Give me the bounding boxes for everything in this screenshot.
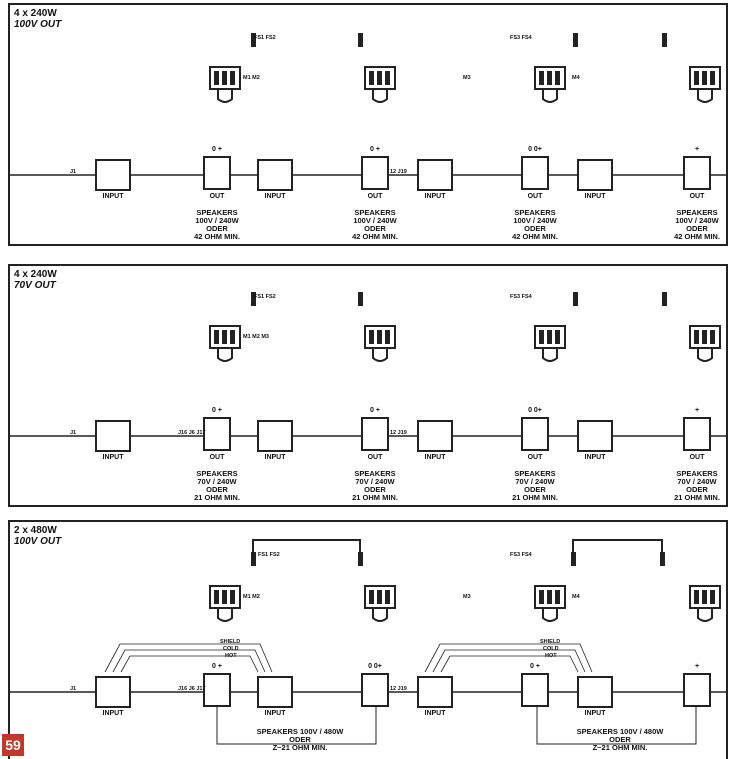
out-label: OUT — [689, 454, 705, 461]
input-label: INPUT — [102, 710, 124, 717]
jumper-label: J1 — [70, 430, 77, 436]
fuse-label-left: FS1 FS2 — [254, 294, 276, 300]
polarity-label: 0 0+ — [528, 146, 542, 153]
wiring-diagram — [10, 292, 726, 452]
panel-2x480w-100v: 2 x 480W 100V OUT FS1 FS2 FS3 FS4 M1 M2 … — [8, 520, 728, 759]
out-label: OUT — [209, 454, 225, 461]
jumper-label: 12 J19 — [390, 430, 407, 436]
input-label: INPUT — [102, 454, 124, 461]
fuse-label-left: FS1 FS2 — [254, 35, 276, 41]
fuse-label-right: FS3 FS4 — [510, 35, 532, 41]
jumper-label: J1 — [70, 169, 77, 175]
input-label: INPUT — [584, 193, 606, 200]
input-label: INPUT — [264, 454, 286, 461]
input-label: INPUT — [424, 454, 446, 461]
page-number: 59 — [2, 734, 24, 756]
polarity-label: + — [694, 146, 700, 153]
module-label: M1 M2 M3 — [243, 334, 269, 340]
wiring-diagram — [10, 539, 726, 745]
polarity-label: 0 + — [212, 146, 222, 153]
bridge-label: SHIELD — [540, 639, 561, 645]
polarity-label: + — [694, 407, 700, 414]
input-label: INPUT — [264, 193, 286, 200]
panel-title: 4 x 240W 100V OUT — [14, 8, 62, 30]
module-label: M4 — [572, 75, 580, 81]
bridge-label: SHIELD — [220, 639, 241, 645]
out-label: OUT — [367, 454, 383, 461]
fuse-label-right: FS3 FS4 — [510, 294, 532, 300]
out-label: OUT — [209, 193, 225, 200]
fuse-label-right: FS3 FS4 — [510, 552, 532, 558]
wiring-diagram — [10, 33, 726, 191]
jumper-label: J16 J6 J17 — [178, 430, 206, 436]
bridge-label: COLD — [223, 646, 239, 652]
module-label: M4 — [572, 594, 580, 600]
module-label: M3 — [463, 594, 471, 600]
bridge-label: HOT — [545, 653, 557, 659]
panel-4x240w-100v: 4 x 240W 100V OUT FS1 FS2 FS3 FS4 M1 M2 … — [8, 3, 728, 246]
out-label: OUT — [527, 454, 543, 461]
panel-title: 2 x 480W 100V OUT — [14, 525, 62, 547]
jumper-label: J1 — [70, 686, 77, 692]
polarity-label: 0 + — [212, 407, 222, 414]
module-label: M1 M2 — [243, 75, 260, 81]
out-label: OUT — [689, 193, 705, 200]
polarity-label: 0 0+ — [528, 407, 542, 414]
input-label: INPUT — [424, 193, 446, 200]
polarity-label: 0 + — [530, 663, 540, 670]
polarity-label: + — [694, 663, 700, 670]
bridge-label: HOT — [225, 653, 237, 659]
fuse-label-left: FS1 FS2 — [258, 552, 280, 558]
polarity-label: 0 + — [370, 146, 380, 153]
module-label: M1 M2 — [243, 594, 260, 600]
jumper-label: J16 J6 J17 — [178, 686, 206, 692]
out-label: OUT — [367, 193, 383, 200]
input-label: INPUT — [102, 193, 124, 200]
bridge-label: COLD — [543, 646, 559, 652]
polarity-label: 0 0+ — [368, 663, 382, 670]
input-label: INPUT — [424, 710, 446, 717]
module-label: M3 — [463, 75, 471, 81]
panel-4x240w-70v: 4 x 240W 70V OUT FS1 FS2 FS3 FS4 M1 M2 M… — [8, 264, 728, 507]
input-label: INPUT — [264, 710, 286, 717]
input-label: INPUT — [584, 454, 606, 461]
jumper-label: 12 J19 — [390, 169, 407, 175]
out-label: OUT — [527, 193, 543, 200]
panel-title: 4 x 240W 70V OUT — [14, 269, 57, 291]
input-label: INPUT — [584, 710, 606, 717]
polarity-label: 0 + — [370, 407, 380, 414]
polarity-label: 0 + — [212, 663, 222, 670]
jumper-label: 12 J19 — [390, 686, 407, 692]
